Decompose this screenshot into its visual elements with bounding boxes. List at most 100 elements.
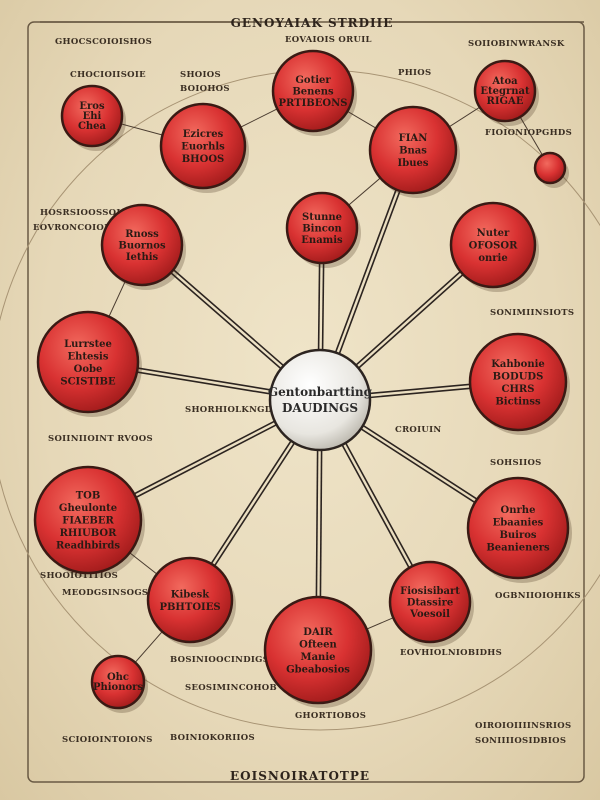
annotation-a23: GHORTIOBOS bbox=[295, 711, 366, 721]
node-label-n15-1: Dtassire bbox=[407, 597, 453, 608]
node-label-n12-3: Beanieners bbox=[486, 542, 550, 553]
node-label-n9-3: SCISTIBE bbox=[60, 376, 116, 387]
node-circle bbox=[449, 201, 537, 289]
node-label-n8-2: onrie bbox=[478, 253, 507, 264]
node-label-n14-0: DAIR bbox=[303, 627, 333, 638]
annotation-a17: OGBNIIOIOHIKS bbox=[495, 591, 581, 601]
node-label-n9-0: Lurrstee bbox=[64, 339, 112, 350]
node-label-n4-0: Atoa bbox=[491, 76, 518, 87]
node-label-n6-0: Rnoss bbox=[125, 229, 159, 240]
node-label-n9-1: Ehtesis bbox=[68, 351, 109, 362]
node-label-n14-1: Ofteen bbox=[299, 639, 337, 650]
annotation-a15: SHOOIOTITIOS bbox=[40, 571, 118, 581]
annotation-a9: HOSRSIOOSSOIOE bbox=[40, 208, 135, 218]
node-label-n2-1: Euorhls bbox=[181, 142, 225, 153]
node-label-n1-2: Chea bbox=[78, 121, 107, 132]
node-circle bbox=[368, 105, 458, 195]
node-label-n15-0: Fiosisibart bbox=[400, 586, 460, 597]
node-label-n5-2: Ibues bbox=[398, 158, 429, 169]
node-label-n10-0: Kahbonie bbox=[491, 359, 545, 370]
diagram-title: GENOYAIAK STRDIIE bbox=[231, 16, 394, 30]
node-circle bbox=[90, 654, 146, 710]
annotation-a12: CROIUIN bbox=[395, 425, 441, 435]
node-label-n10-1: BODUDS bbox=[493, 371, 544, 382]
node-label-n12-2: Buiros bbox=[499, 530, 536, 541]
node-label-n11-1: Gheulonte bbox=[59, 503, 117, 514]
diagram-footer: EOISNOIRATOTPE bbox=[230, 769, 370, 783]
annotation-a13: SOHSIIOS bbox=[490, 458, 542, 468]
node-n17 bbox=[533, 151, 569, 188]
node-circle bbox=[533, 151, 567, 185]
node-label-n3-2: PRTIBEONS bbox=[279, 98, 348, 109]
annotation-a11: SOIINIIOINT RVOOS bbox=[48, 434, 153, 444]
annotation-a21: SCIOIOINTOIONS bbox=[62, 735, 153, 745]
annotation-a25: SONIIIIOSIDBIOS bbox=[475, 736, 566, 746]
node-circle bbox=[33, 465, 143, 575]
node-label-n2-0: Ezicres bbox=[183, 129, 224, 140]
annotation-a1: GHOCSCOIOISHOS bbox=[55, 37, 152, 47]
node-layer: ErosEhiCheaEzicresEuorhlsBHOOSGotierBene… bbox=[33, 49, 572, 713]
node-circle bbox=[146, 556, 234, 644]
node-label-n12-0: Onrhe bbox=[501, 505, 536, 516]
annotation-a3: SOIIOBINWRANSK bbox=[468, 39, 565, 49]
node-label-n6-2: Iethis bbox=[126, 252, 159, 263]
annotation-a19: BOSINIOOCINDIGS bbox=[170, 655, 269, 665]
annotation-a4: SHOIOS bbox=[180, 70, 221, 80]
annotation-a2: EOVAIOIS ORUIL bbox=[285, 35, 372, 45]
node-label-n7-0: Stunne bbox=[302, 212, 342, 223]
node-circle bbox=[60, 84, 124, 148]
node-label-n5-1: Bnas bbox=[399, 146, 427, 157]
outer-frame bbox=[27, 21, 585, 783]
node-label-n11-3: RHIUBOR bbox=[60, 528, 118, 539]
node-label-n13-1: PBHTOIES bbox=[159, 602, 220, 613]
node-circle bbox=[473, 59, 537, 123]
node-label-n16-0: Ohc bbox=[107, 672, 129, 683]
node-label-n14-2: Manie bbox=[301, 652, 336, 663]
annotation-a7: FIOIONIOPGHDS bbox=[485, 128, 572, 138]
node-circle bbox=[468, 332, 568, 432]
node-label-n11-2: FIAEBER bbox=[62, 516, 114, 527]
annotation-a26: SONIMIINSIOTS bbox=[490, 308, 574, 318]
node-label-n1-1: Ehi bbox=[83, 111, 102, 122]
node-circle bbox=[36, 310, 140, 414]
node-circle bbox=[271, 49, 355, 133]
node-label-n6-1: Buornos bbox=[118, 240, 166, 251]
annotation-a16: MEODGSINSOGS bbox=[62, 588, 148, 598]
node-circle bbox=[100, 203, 184, 287]
node-label-n15-2: Voesoil bbox=[409, 609, 450, 620]
node-label-n4-1: Etegrnat bbox=[480, 86, 530, 97]
node-label-n14-3: Gbeabosios bbox=[286, 664, 350, 675]
node-label-n1-0: Eros bbox=[79, 101, 105, 112]
node-circle bbox=[263, 595, 373, 705]
node-label-n7-2: Enamis bbox=[301, 235, 343, 246]
node-label-n11-4: Readhbirds bbox=[56, 541, 120, 552]
annotation-a5: BOIOHOS bbox=[180, 84, 230, 94]
node-label-n2-2: BHOOS bbox=[182, 154, 225, 165]
annotation-layer: GHOCSCOIOISHOS EOVAIOIS ORUIL SOIIOBINWRAN… bbox=[33, 35, 581, 746]
annotation-a24: OIROIOIIIINSRIOS bbox=[475, 721, 571, 731]
annotation-a14: SHORHIOLKNGD bbox=[185, 405, 273, 415]
node-label-n3-1: Benens bbox=[292, 86, 334, 97]
node-label-n13-0: Kibesk bbox=[171, 589, 210, 600]
annotation-a20: SEOSIMINCOHOB bbox=[185, 683, 277, 693]
node-label-n12-1: Ebaanies bbox=[493, 517, 544, 528]
node-circle bbox=[159, 102, 247, 190]
node-circle bbox=[285, 191, 359, 265]
node-label-n8-1: OFOSOR bbox=[469, 241, 518, 252]
node-label-n3-0: Gotier bbox=[295, 75, 331, 86]
